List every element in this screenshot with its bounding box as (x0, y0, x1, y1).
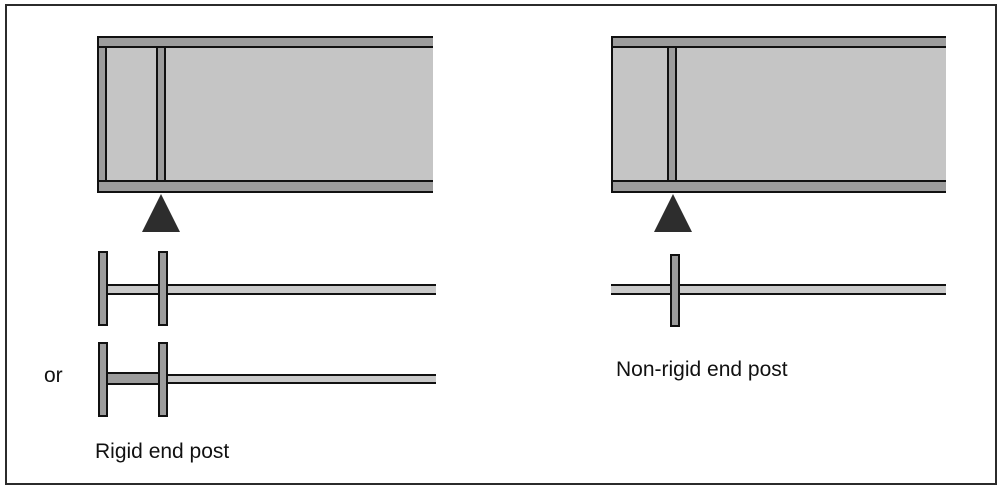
plan2-web-strip (166, 374, 436, 384)
plan2-second-plate (158, 342, 168, 417)
plan1-web-strip (98, 284, 436, 295)
plan3-single-plate (670, 254, 680, 327)
plan1-end-plate (98, 251, 108, 326)
left-girder-elevation (97, 36, 433, 193)
plan3-web-strip (611, 284, 946, 295)
plan1-second-plate (158, 251, 168, 326)
right-girder-web (611, 48, 946, 180)
right-girder-top-flange (611, 36, 946, 48)
left-girder-web (97, 48, 433, 180)
rigid-end-post-label: Rigid end post (95, 440, 230, 463)
left-girder-top-flange (97, 36, 433, 48)
right-support-triangle-icon (654, 194, 692, 232)
right-girder-bearing-stiffener (667, 48, 677, 180)
left-support-triangle-icon (142, 194, 180, 232)
figure-border-frame (5, 4, 997, 485)
right-girder-elevation (611, 36, 946, 193)
plan2-thick-connecting-web (104, 372, 164, 385)
right-girder-bottom-flange (611, 180, 946, 193)
plan2-end-plate (98, 342, 108, 417)
non-rigid-end-post-label: Non-rigid end post (616, 358, 788, 381)
left-girder-end-stiffener (97, 48, 107, 180)
left-girder-bottom-flange (97, 180, 433, 193)
or-label: or (44, 364, 63, 387)
left-girder-bearing-stiffener (156, 48, 166, 180)
